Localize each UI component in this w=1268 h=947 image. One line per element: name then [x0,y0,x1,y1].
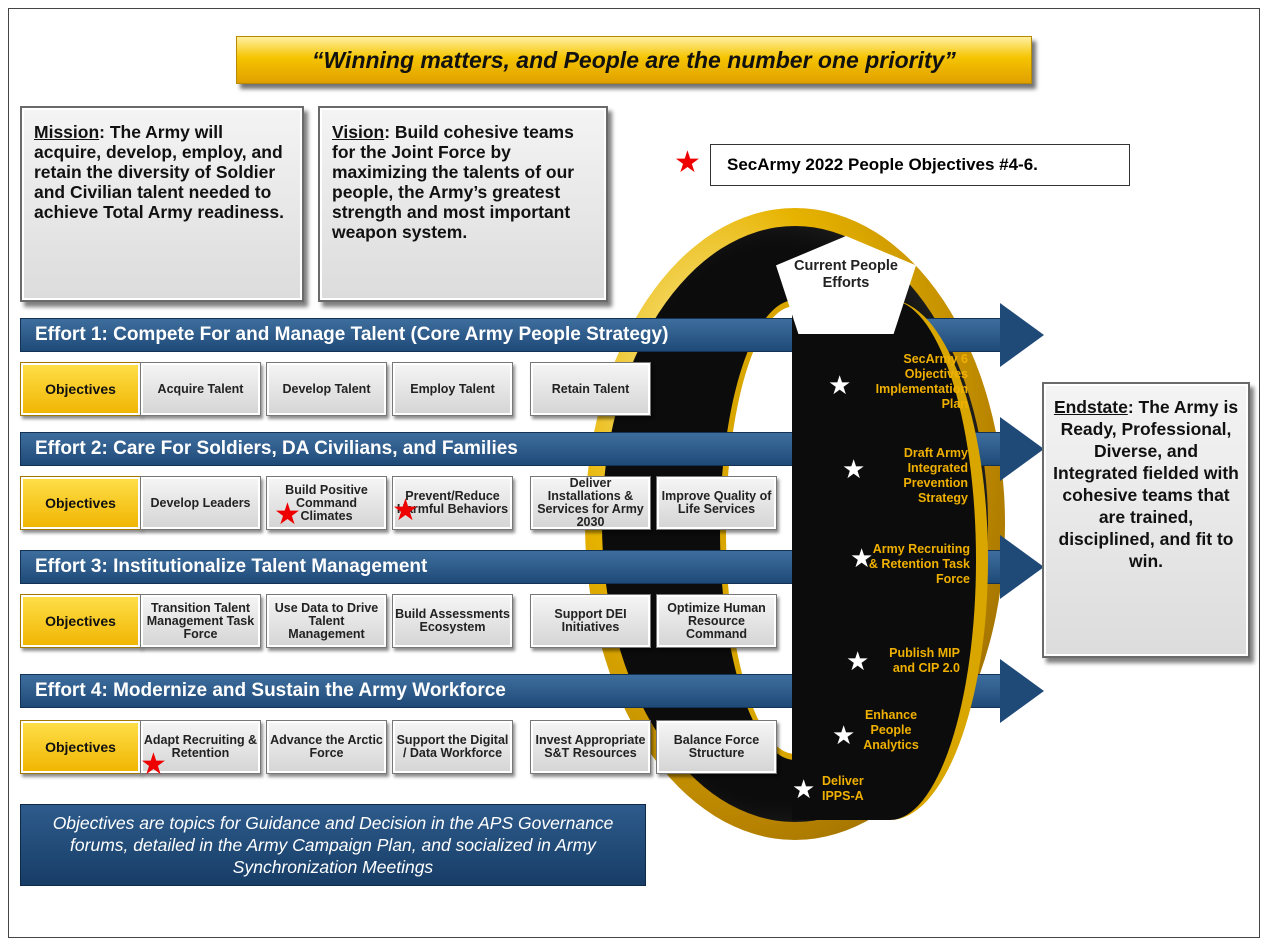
endstate-text: : The Army is Ready, Professional, Diver… [1053,397,1239,571]
effort-1-objectives: Objectives Acquire Talent Develop Talent… [20,362,780,416]
objective-command-climates: Build Positive Command Climates [266,476,387,530]
priority-banner: “Winning matters, and People are the num… [236,36,1032,84]
effort-3-title: Effort 3: Institutionalize Talent Manage… [35,556,428,577]
mission-label: Mission [34,122,100,142]
legend-star-icon: ★ [674,146,701,179]
vision-label: Vision [332,122,385,142]
ring-star-icon-4: ★ [846,646,870,676]
objective-dei-initiatives: Support DEI Initiatives [530,594,651,648]
ring-header-text: Current People Efforts [794,258,898,291]
ring-star-icon-2: ★ [842,454,866,484]
objective-retain-talent: Retain Talent [530,362,651,416]
effort-3-objectives: Objectives Transition Talent Management … [20,594,780,648]
objective-digital-workforce: Support the Digital / Data Workforce [392,720,513,774]
legend-box: SecArmy 2022 People Objectives #4-6. [710,144,1130,186]
mission-text: : The Army will acquire, develop, employ… [34,122,284,222]
objective-recruiting-retention: Adapt Recruiting & Retention [140,720,261,774]
objective-installations: Deliver Installations & Services for Arm… [530,476,651,530]
objective-develop-leaders: Develop Leaders [140,476,261,530]
objective-use-data: Use Data to Drive Talent Management [266,594,387,648]
objective-quality-of-life: Improve Quality of Life Services [656,476,777,530]
objective-arctic-force: Advance the Arctic Force [266,720,387,774]
red-star-icon: ★ [274,498,301,531]
red-star-icon: ★ [140,748,167,781]
objective-balance-force: Balance Force Structure [656,720,777,774]
endstate-label: Endstate [1053,397,1128,417]
effort-2-objectives: Objectives Develop Leaders Build Positiv… [20,476,780,530]
effort-4-title: Effort 4: Modernize and Sustain the Army… [35,680,506,701]
ring-item-1: SecArmy 6 Objectives Implementation Plan [875,352,968,411]
effort-3-arrowhead [1000,535,1044,599]
objective-harmful-behaviors: Prevent/Reduce Harmful Behaviors [392,476,513,530]
objective-human-resource-command: Optimize Human Resource Command [656,594,777,648]
ring-star-icon-5: ★ [832,720,856,750]
ring-star-icon-3: ★ [850,543,874,573]
footer-text: Objectives are topics for Guidance and D… [52,813,614,877]
objectives-label: Objectives [20,362,141,416]
footer-note: Objectives are topics for Guidance and D… [20,804,646,886]
effort-4-objectives: Objectives Adapt Recruiting & Retention … [20,720,780,780]
legend-text: SecArmy 2022 People Objectives #4-6. [727,155,1038,174]
objective-develop-talent: Develop Talent [266,362,387,416]
ring-star-icon-1: ★ [828,370,852,400]
effort-2-title: Effort 2: Care For Soldiers, DA Civilian… [35,438,518,459]
effort-4-arrowhead [1000,659,1044,723]
effort-1-title: Effort 1: Compete For and Manage Talent … [35,324,669,345]
ring-item-2: Draft Army Integrated Prevention Strateg… [903,446,968,505]
ring-item-3: Army Recruiting & Retention Task Force [868,542,970,586]
effort-1-arrowhead [1000,303,1044,367]
objectives-label: Objectives [20,594,141,648]
objectives-label: Objectives [20,720,141,774]
ring-item-6: Deliver IPPS-A [822,774,864,803]
objective-assessments-ecosystem: Build Assessments Ecosystem [392,594,513,648]
mission-box: Mission: The Army will acquire, develop,… [20,106,304,302]
endstate-box: Endstate: The Army is Ready, Professiona… [1042,382,1250,658]
objective-transition-task-force: Transition Talent Management Task Force [140,594,261,648]
objective-acquire-talent: Acquire Talent [140,362,261,416]
effort-2-arrowhead [1000,417,1044,481]
priority-quote: “Winning matters, and People are the num… [312,46,956,73]
objectives-label: Objectives [20,476,141,530]
ring-star-icon-6: ★ [792,774,816,804]
ring-item-5: Enhance People Analytics [863,708,919,752]
vision-box: Vision: Build cohesive teams for the Joi… [318,106,608,302]
diagram-frame [8,8,1260,938]
objective-st-resources: Invest Appropriate S&T Resources [530,720,651,774]
objective-employ-talent: Employ Talent [392,362,513,416]
ring-item-4: Publish MIP and CIP 2.0 [889,646,960,675]
vision-text: : Build cohesive teams for the Joint For… [332,122,575,242]
red-star-icon: ★ [392,494,419,527]
